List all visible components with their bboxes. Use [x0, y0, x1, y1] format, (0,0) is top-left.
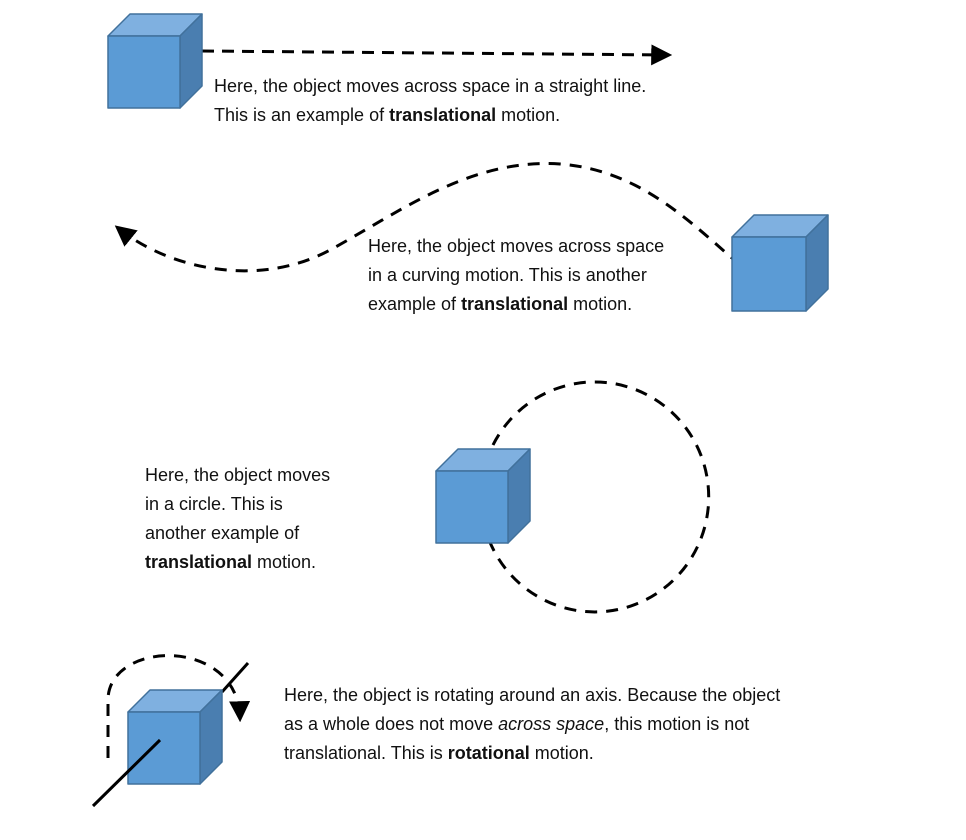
caption-line: Here, the object is rotating around an a… [284, 685, 781, 705]
caption-emphasis: across space [498, 714, 605, 734]
curve-motion-caption: Here, the object moves across space in a… [368, 232, 708, 319]
straight-motion-caption: Here, the object moves across space in a… [214, 72, 734, 130]
caption-line: translational. This is [284, 743, 448, 763]
circle-motion-group [435, 380, 711, 614]
caption-line: in a curving motion. This is another [368, 265, 647, 285]
rotation-path-arrow [106, 654, 251, 758]
axis-line-front [91, 738, 162, 808]
cube-4 [127, 689, 223, 785]
caption-line: Here, the object moves across space [368, 236, 665, 256]
caption-line: example of [368, 294, 462, 314]
caption-line: motion. [496, 105, 561, 125]
rotation-motion-caption: Here, the object is rotating around an a… [284, 681, 884, 768]
cube-3 [435, 448, 531, 544]
caption-line: Here, the object moves [145, 465, 331, 485]
axis-line-back [220, 661, 250, 694]
caption-line: , this motion is not [604, 714, 750, 734]
caption-term: translational [389, 105, 497, 125]
caption-term: translational [145, 552, 253, 572]
straight-path-arrow [201, 44, 673, 66]
caption-line: motion. [529, 743, 594, 763]
caption-line: motion. [252, 552, 317, 572]
caption-line: This is an example of [214, 105, 390, 125]
straight-motion-group [107, 13, 673, 109]
caption-line: in a circle. This is [145, 494, 283, 514]
caption-line: as a whole does not move [284, 714, 499, 734]
cube-front-face [107, 35, 181, 109]
curve-path-arrow [114, 162, 741, 273]
cube-front-face [127, 711, 201, 785]
caption-line: motion. [568, 294, 633, 314]
cube-1 [107, 13, 203, 109]
curve-motion-group [114, 162, 829, 312]
rotation-motion-group [91, 654, 251, 808]
cube-front-face [435, 470, 509, 544]
caption-term: translational [461, 294, 569, 314]
caption-term: rotational [447, 743, 530, 763]
circle-motion-caption: Here, the object moves in a circle. This… [145, 461, 385, 577]
cube-2 [731, 214, 829, 312]
caption-line: another example of [145, 523, 300, 543]
cube-front-face [731, 236, 807, 312]
caption-line: Here, the object moves across space in a… [214, 76, 647, 96]
